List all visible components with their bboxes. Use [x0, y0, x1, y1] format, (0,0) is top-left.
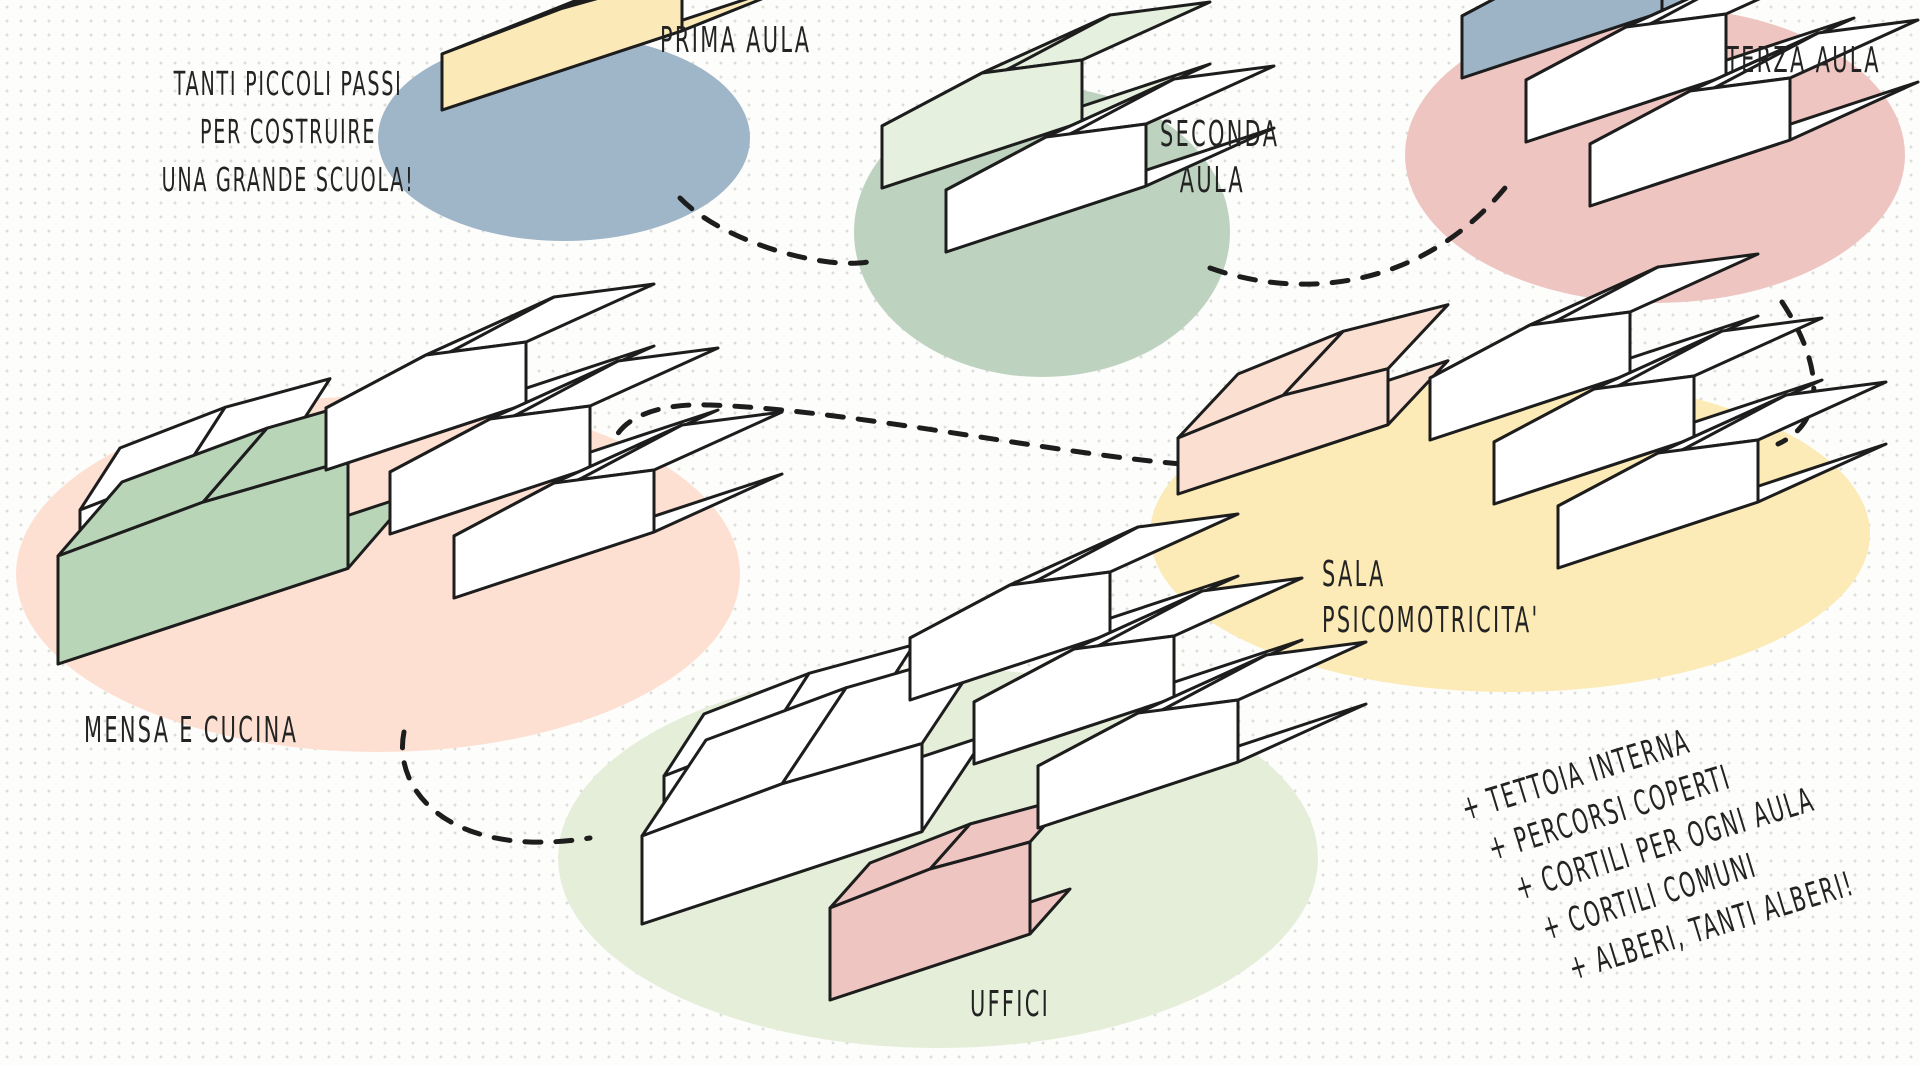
building-seconda-aula: [880, 0, 1276, 254]
building-terza-aula-unit-3: [1588, 18, 1920, 208]
label-sala-psicomotricita: Sala psicomotricita': [1322, 552, 1540, 644]
label-seconda-aula-line-2: aula: [1179, 160, 1245, 202]
building-uffici-office-front: [828, 840, 1032, 1002]
intro-line-2: per costruire: [199, 111, 377, 151]
building-prima-aula: [440, 0, 764, 112]
building-sala-psicomotricita: [1176, 303, 1450, 496]
dashed-path-5: [400, 729, 593, 845]
building-seconda-aula-unit-2: [944, 64, 1276, 254]
building-mensa-wing-unit-2-front: [388, 404, 592, 536]
label-mensa-line-1: Mensa e cucina: [84, 710, 299, 751]
building-uffici-wing: [908, 512, 1368, 830]
building-mensa-front: [56, 458, 350, 666]
label-seconda-aula: Seconda aula: [1160, 112, 1279, 204]
dashed-path-2: [1207, 185, 1508, 287]
building-mensa-wing-unit-2: [388, 346, 720, 536]
building-mensa-wing-unit-3-front: [452, 468, 656, 600]
dashed-paths: [400, 185, 1817, 845]
building-seconda-aula-unit-2-front: [944, 122, 1148, 254]
label-uffici: Uffici: [970, 982, 1050, 1028]
building-sala-wing: [1428, 252, 1888, 570]
label-sala-line-1: Sala: [1322, 554, 1386, 595]
building-mensa-wing-unit-1-front: [324, 340, 528, 472]
dashed-path-1: [677, 195, 871, 266]
building-uffici-wing-unit-1: [908, 512, 1240, 702]
label-terza-aula: Terza aula: [1726, 38, 1881, 84]
building-mensa-wing-unit-3: [452, 410, 784, 600]
buildings: [56, 0, 1920, 1002]
building-terza-aula-unit-2-front: [1524, 12, 1728, 144]
building-sala-wing-unit-1: [1428, 252, 1760, 442]
dashed-path-3: [1775, 299, 1817, 447]
intro-line-1: Tanti piccoli passi: [173, 64, 403, 103]
building-uffici-wing-unit-1-front: [908, 570, 1112, 702]
building-sala-wing-unit-2: [1492, 316, 1824, 506]
intro-text: Tanti piccoli passi per costruire una gr…: [162, 60, 415, 204]
building-prima-aula-front: [440, 0, 684, 112]
building-seconda-aula-unit-1: [880, 0, 1212, 190]
building-uffici-wing-unit-3: [1036, 640, 1368, 830]
building-terza-aula-unit-3-front: [1588, 76, 1792, 208]
dashed-path-4: [608, 402, 1215, 473]
label-sala-line-2: psicomotricita': [1322, 600, 1540, 642]
building-terza-aula-unit-1-front: [1460, 0, 1664, 80]
building-mensa-wing-unit-1: [324, 282, 656, 472]
label-prima-aula-line-1: Prima aula: [660, 20, 812, 61]
building-terza-aula: [1460, 0, 1920, 208]
intro-line-3: una grande scuola!: [161, 159, 415, 199]
building-sala-wing-unit-3-front: [1556, 438, 1760, 570]
building-sala-wing-unit-3: [1556, 380, 1888, 570]
label-prima-aula: Prima aula: [660, 18, 811, 64]
building-sala-wing-unit-2-front: [1492, 374, 1696, 506]
building-seconda-aula-unit-1-front: [880, 58, 1084, 190]
building-terza-aula-unit-2: [1524, 0, 1856, 144]
label-terza-aula-line-1: Terza aula: [1726, 40, 1881, 81]
label-seconda-aula-line-1: Seconda: [1160, 114, 1280, 155]
label-uffici-line-1: Uffici: [970, 984, 1051, 1025]
building-sala-psicomotricita-front: [1176, 367, 1390, 496]
building-uffici-main-front: [640, 742, 924, 926]
building-sala-wing-unit-1-front: [1428, 310, 1632, 442]
label-mensa-e-cucina: Mensa e cucina: [84, 708, 298, 754]
building-terza-aula-unit-1: [1460, 0, 1693, 80]
building-uffici-wing-unit-2-front: [972, 634, 1176, 766]
building-uffici-wing-unit-3-front: [1036, 698, 1240, 830]
building-uffici-wing-unit-2: [972, 576, 1304, 766]
building-mensa-wing: [324, 282, 784, 600]
